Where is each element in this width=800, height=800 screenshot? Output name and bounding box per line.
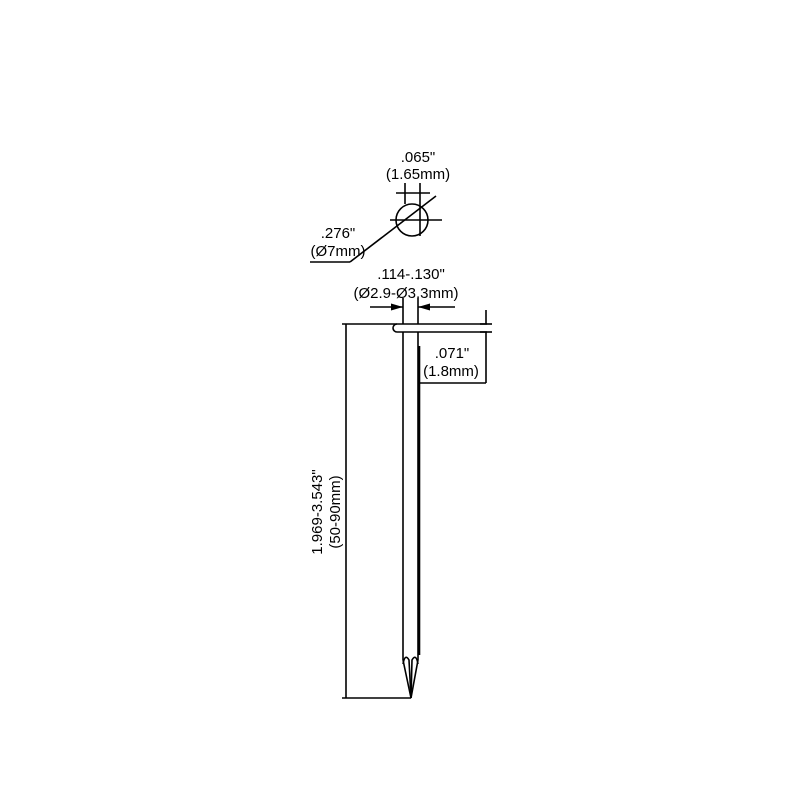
collar-length-dimension <box>419 310 492 384</box>
overall-length-dimension <box>342 323 411 699</box>
head-diameter-leader <box>349 195 437 263</box>
collar-length-metric: (1.8mm) <box>423 363 479 380</box>
shank-diameter-imperial: .114-.130" <box>377 266 445 283</box>
shank-diameter-arrow-right <box>418 303 430 311</box>
head-diameter-metric: (Ø7mm) <box>311 243 366 260</box>
nail-point-left-facet <box>402 656 412 699</box>
overall-length-metric: (50-90mm) <box>327 475 344 548</box>
nail-side-view <box>392 323 487 699</box>
shank-diameter-metric: (Ø2.9-Ø3.3mm) <box>353 285 458 302</box>
overall-length-imperial: 1.969-3.543" <box>309 469 326 554</box>
head-diameter-imperial: .276" <box>321 225 356 242</box>
shank-diameter-dimension <box>370 298 455 324</box>
nail-point-right-facet <box>410 656 419 699</box>
head-thickness-imperial: .065" <box>401 149 436 166</box>
head-top-view <box>310 183 442 263</box>
shank-diameter-arrow-left <box>391 303 403 311</box>
head-thickness-metric: (1.65mm) <box>386 166 450 183</box>
collar-length-imperial: .071" <box>435 345 470 362</box>
nail-head-rounded-end <box>392 323 398 333</box>
